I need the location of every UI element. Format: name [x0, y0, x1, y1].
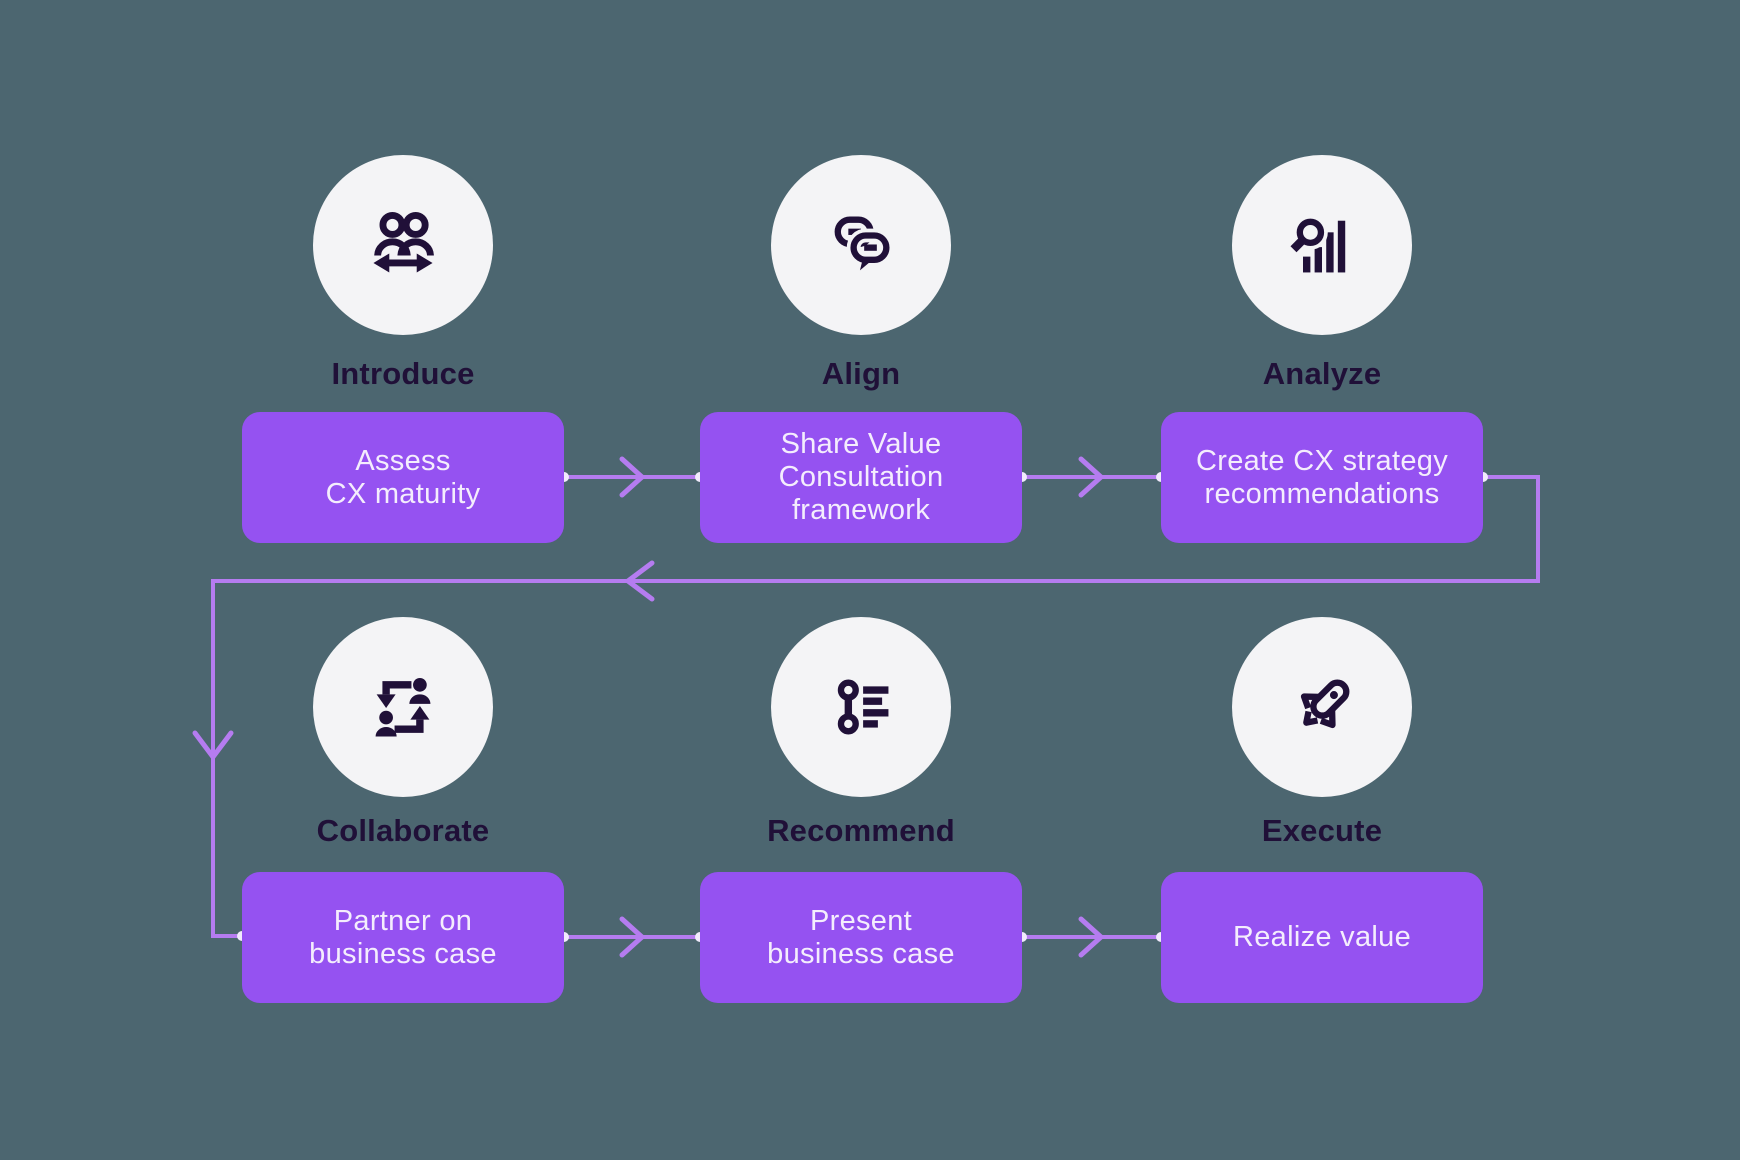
stage-circle-execute — [1232, 617, 1412, 797]
stage-label-introduce: Introduce — [331, 356, 475, 391]
stage-circle-collaborate — [313, 617, 493, 797]
stage-label-recommend: Recommend — [767, 813, 955, 848]
stage-box-present-business-case: Present business case — [700, 872, 1022, 1003]
milestone-list-icon — [823, 669, 899, 745]
stage-box-share-value-consultation: Share Value Consultation framework — [700, 412, 1022, 543]
people-swap-icon — [365, 207, 441, 283]
stage-box-assess-cx-maturity: Assess CX maturity — [242, 412, 564, 543]
chat-bubbles-icon — [823, 207, 899, 283]
stage-label-collaborate: Collaborate — [316, 813, 490, 848]
stage-box-realize-value: Realize value — [1161, 872, 1483, 1003]
stage-box-partner-on-business-case: Partner on business case — [242, 872, 564, 1003]
stage-circle-recommend — [771, 617, 951, 797]
stage-circle-align — [771, 155, 951, 335]
stage-label-execute: Execute — [1261, 813, 1383, 848]
stage-box-create-cx-strategy: Create CX strategy recommendations — [1161, 412, 1483, 543]
stage-circle-analyze — [1232, 155, 1412, 335]
stage-label-align: Align — [821, 356, 901, 391]
rocket-icon — [1284, 669, 1360, 745]
stage-label-analyze: Analyze — [1262, 356, 1382, 391]
stage-circle-introduce — [313, 155, 493, 335]
people-exchange-icon — [365, 669, 441, 745]
search-bar-chart-icon — [1284, 207, 1360, 283]
